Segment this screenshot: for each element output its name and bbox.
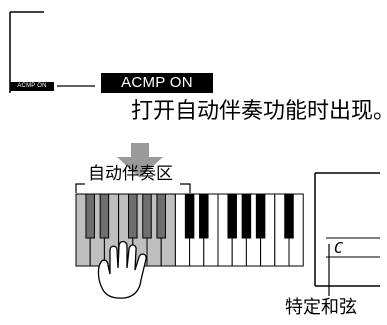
lcd-display-left bbox=[9, 11, 44, 93]
black-key bbox=[156, 193, 166, 239]
specified-chord-label: 特定和弦 bbox=[285, 297, 357, 318]
chord-display-value: C bbox=[334, 239, 344, 257]
black-key bbox=[184, 193, 195, 239]
zone-bracket bbox=[75, 183, 191, 193]
caption-text: 打开自动伴奏功能时出现。 bbox=[131, 99, 387, 124]
black-key bbox=[99, 193, 110, 239]
acmp-on-indicator-small: ACMP ON bbox=[10, 82, 54, 91]
down-arrow-icon bbox=[117, 143, 163, 178]
black-key bbox=[284, 193, 294, 239]
black-key bbox=[199, 193, 209, 239]
black-key bbox=[85, 193, 95, 239]
auto-accompaniment-zone-label: 自动伴奏区 bbox=[88, 164, 173, 184]
acmp-on-indicator-large: ACMP ON bbox=[101, 73, 213, 93]
black-key bbox=[142, 193, 152, 239]
hand-icon bbox=[97, 240, 147, 299]
lcd-display-right bbox=[314, 172, 380, 287]
black-key bbox=[227, 193, 237, 239]
black-key bbox=[255, 193, 266, 239]
black-key bbox=[128, 193, 138, 239]
black-key bbox=[241, 193, 252, 239]
